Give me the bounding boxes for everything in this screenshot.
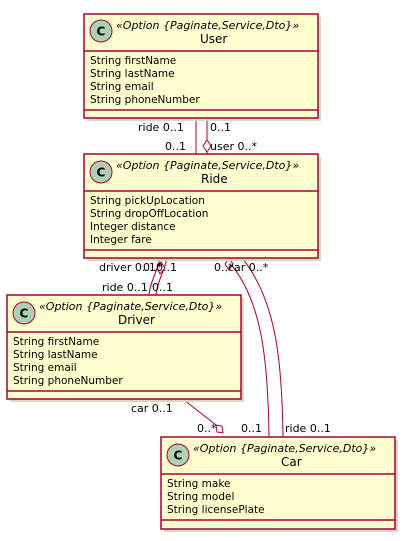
edge-label: 0..1 <box>210 121 231 134</box>
class-field: Integer distance <box>90 221 176 233</box>
ride-driver-aggregation <box>155 257 168 296</box>
edge-label: 0..1 <box>165 140 186 153</box>
class-field: String email <box>13 362 77 374</box>
class-user[interactable]: C «Option {Paginate,Service,Dto}» User S… <box>83 13 321 121</box>
class-name: User <box>200 32 227 46</box>
class-field: String pickUpLocation <box>90 195 205 207</box>
edge-label: ride 0..1 <box>102 281 148 294</box>
class-field: String licensePlate <box>167 504 265 516</box>
edge-label: driver 0..1 <box>99 261 156 274</box>
class-type-letter: C <box>20 307 29 321</box>
class-field: Integer fare <box>90 234 152 246</box>
class-box <box>83 13 319 119</box>
class-car[interactable]: C «Option {Paginate,Service,Dto}» Car St… <box>160 436 398 532</box>
class-box <box>83 153 319 259</box>
class-field: String phoneNumber <box>90 94 200 106</box>
class-circle-icon <box>166 443 190 467</box>
edge-label: 0..* <box>214 261 234 274</box>
class-name: Driver <box>118 313 155 327</box>
class-field: String email <box>90 81 154 93</box>
edge-label: user 0..* <box>210 140 257 153</box>
class-field: String model <box>167 491 234 503</box>
edge-label: ride 0..1 <box>138 121 184 134</box>
edge-label: 0..1 <box>241 422 262 435</box>
edge-label: 0..* <box>143 261 163 274</box>
edge-label: ride 0..1 <box>285 422 331 435</box>
edge-label: 0..1 <box>156 261 177 274</box>
class-field: String lastName <box>90 68 175 80</box>
edge-label: car 0..* <box>228 261 269 274</box>
class-circle-icon <box>89 160 113 184</box>
class-box <box>160 436 396 530</box>
class-field: String make <box>167 478 231 490</box>
ride-car-association <box>241 257 284 438</box>
class-stereotype: «Option {Paginate,Service,Dto}» <box>116 159 299 172</box>
edge-label: 0..* <box>197 422 217 435</box>
class-field: String firstName <box>90 55 176 67</box>
class-field: String dropOffLocation <box>90 208 208 220</box>
class-name: Car <box>281 455 302 469</box>
class-type-letter: C <box>97 166 106 180</box>
ride-driver-aggregation-diamond <box>156 261 166 275</box>
class-field: String lastName <box>13 349 98 361</box>
class-box <box>6 294 242 400</box>
class-field: String firstName <box>13 336 99 348</box>
class-field: String phoneNumber <box>13 375 123 387</box>
class-stereotype: «Option {Paginate,Service,Dto}» <box>193 442 376 455</box>
class-name: Ride <box>201 172 228 186</box>
class-type-letter: C <box>174 449 183 463</box>
class-stereotype: «Option {Paginate,Service,Dto}» <box>116 19 299 32</box>
edge-label: 0..1 <box>152 281 173 294</box>
class-stereotype: «Option {Paginate,Service,Dto}» <box>39 300 222 313</box>
edge-label: car 0..1 <box>131 402 173 415</box>
ride-driver-association <box>148 257 161 296</box>
class-ride[interactable]: C «Option {Paginate,Service,Dto}» Ride S… <box>83 153 321 261</box>
class-driver[interactable]: C «Option {Paginate,Service,Dto}» Driver… <box>6 294 244 402</box>
class-circle-icon <box>89 19 113 43</box>
class-circle-icon <box>12 301 36 325</box>
class-type-letter: C <box>97 25 106 39</box>
ride-car-aggregation <box>228 261 270 438</box>
driver-car-aggregation-diamond <box>215 424 224 434</box>
driver-car-aggregation <box>183 399 217 426</box>
